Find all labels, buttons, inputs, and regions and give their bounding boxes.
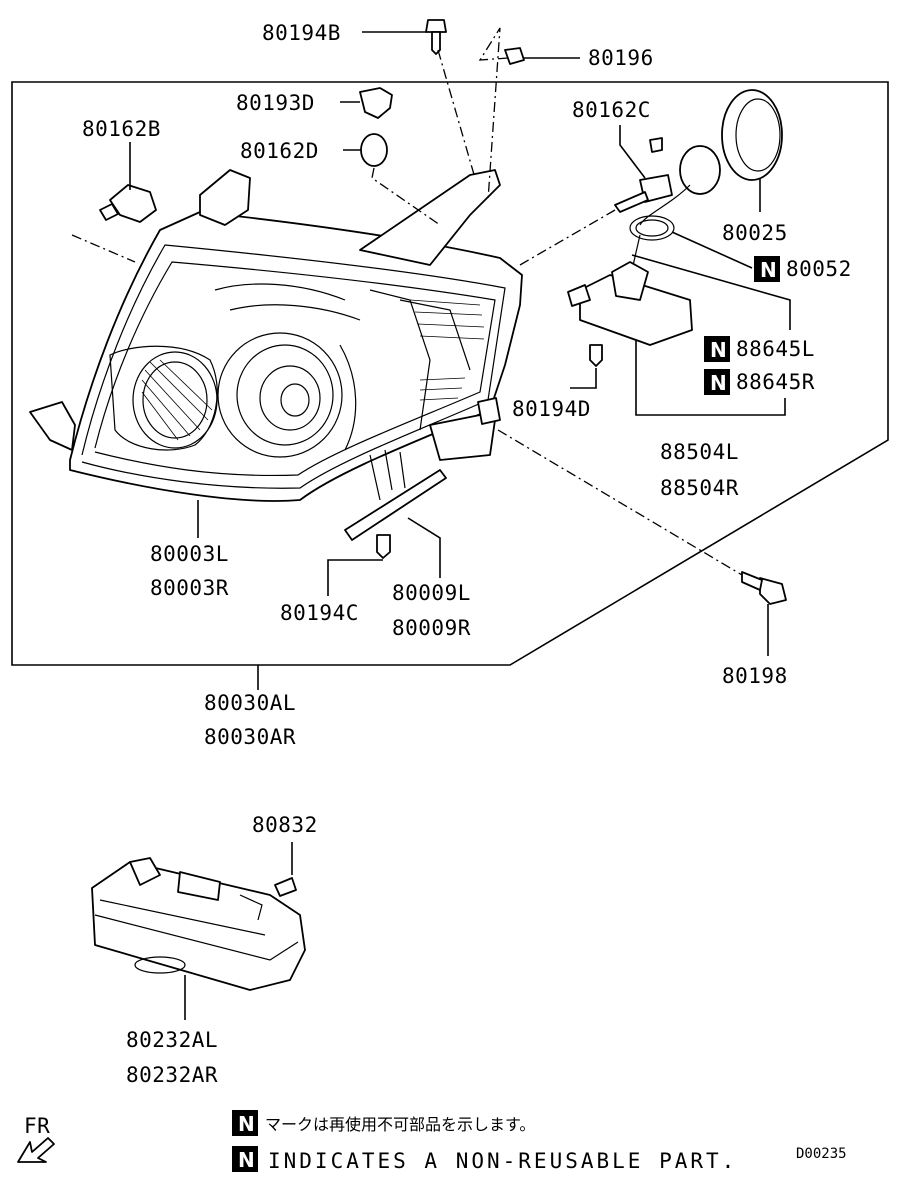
label-80232AL: 80232AL [126, 1028, 218, 1052]
front-direction-label: FR [24, 1114, 50, 1138]
label-80196: 80196 [588, 46, 654, 70]
label-80025: 80025 [722, 221, 788, 245]
label-80009L: 80009L [392, 581, 471, 605]
label-80052: 80052 [786, 257, 852, 281]
label-88645R: 88645R [736, 370, 815, 394]
label-80162D: 80162D [240, 139, 319, 163]
label-88504R: 88504R [660, 476, 739, 500]
non-reusable-mark [704, 336, 730, 362]
non-reusable-mark-letter: N [760, 258, 777, 282]
non-reusable-mark-letter: N [710, 338, 727, 362]
label-80194B: 80194B [262, 21, 341, 45]
alignment-lines [71, 27, 743, 576]
headlamp-assembly-drawing [29, 169, 523, 541]
small-parts-drawings [99, 19, 787, 605]
label-88504L: 88504L [660, 440, 739, 464]
label-80232AR: 80232AR [126, 1063, 218, 1087]
label-80194C: 80194C [280, 601, 359, 625]
non-reusable-mark-letter: N [710, 371, 727, 395]
non-reusable-mark [232, 1146, 258, 1172]
leader-lines [129, 31, 791, 1020]
label-80030AR: 80030AR [204, 725, 296, 749]
non-reusable-mark-letter: N [238, 1148, 255, 1172]
assembly-boundary [11, 81, 889, 666]
non-reusable-mark [232, 1110, 258, 1136]
legend-japanese-text: マークは再使用不可部品を示します。 [265, 1115, 535, 1134]
label-80198: 80198 [722, 664, 788, 688]
label-88645L: 88645L [736, 337, 815, 361]
part-labels: 80194B 80196 80193D 80162B 80162D 80162C… [82, 21, 852, 1087]
label-80003R: 80003R [150, 576, 229, 600]
label-80162C: 80162C [572, 98, 651, 122]
non-reusable-mark [704, 369, 730, 395]
diagram-code: D00235 [796, 1146, 847, 1162]
label-80009R: 80009R [392, 616, 471, 640]
fog-lamp-drawing [91, 857, 306, 991]
label-80030AL: 80030AL [204, 691, 296, 715]
label-80193D: 80193D [236, 91, 315, 115]
label-80162B: 80162B [82, 117, 161, 141]
legend: FR N マークは再使用不可部品を示します。 N INDICATES A NON… [24, 1110, 847, 1173]
non-reusable-mark [754, 256, 780, 282]
non-reusable-mark-letter: N [238, 1112, 255, 1136]
label-80832: 80832 [252, 813, 318, 837]
label-80194D: 80194D [512, 397, 591, 421]
front-direction-arrow [17, 1137, 55, 1163]
legend-english-text: INDICATES A NON-REUSABLE PART. [268, 1149, 737, 1173]
label-80003L: 80003L [150, 542, 229, 566]
